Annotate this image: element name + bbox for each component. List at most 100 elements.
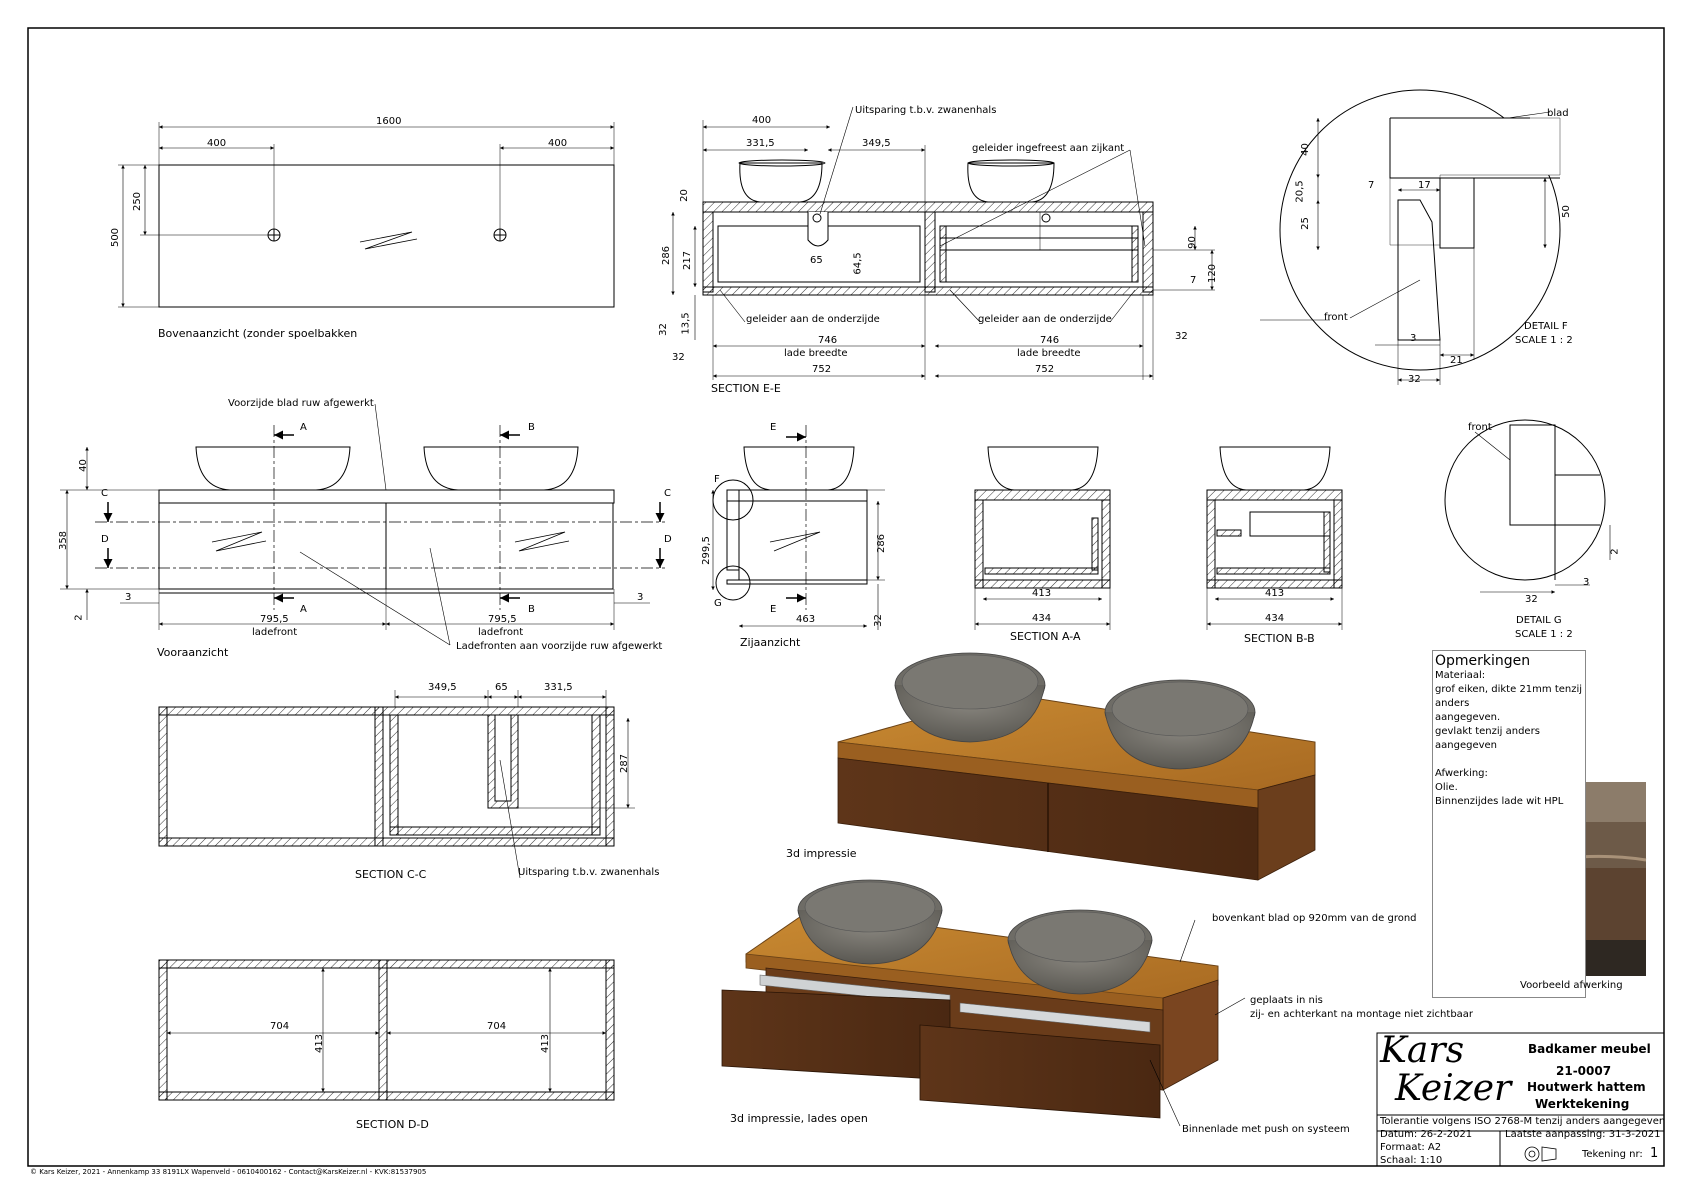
remarks-line: aangegeven.: [1435, 712, 1501, 723]
section-dd-caption: SECTION D-D: [356, 1118, 429, 1131]
marker-c-right: C: [664, 488, 671, 499]
date: Datum: 26-2-2021: [1380, 1129, 1473, 1140]
note-inner-drawer: Binnenlade met push on systeem: [1182, 1124, 1350, 1135]
label-ladefront-left: ladefront: [252, 627, 298, 638]
dim-1600: 1600: [376, 116, 402, 127]
dim-f-7: 7: [1368, 180, 1375, 191]
dim-aa-434: 434: [1032, 613, 1052, 624]
dim-f-25: 25: [1299, 217, 1311, 230]
scale: Schaal: 1:10: [1380, 1155, 1443, 1166]
dim-dd-704-left: 704: [270, 1021, 290, 1032]
label-front-g: front: [1468, 422, 1492, 433]
dim-fv-40: 40: [77, 459, 89, 472]
logo-keizer: Keizer: [1395, 1068, 1512, 1109]
detail-g-scale: SCALE 1 : 2: [1515, 629, 1573, 640]
dim-dd-704-right: 704: [487, 1021, 507, 1032]
dim-sv-286: 286: [876, 533, 888, 554]
section-bb: [1206, 446, 1343, 630]
dim-ee-7: 7: [1190, 275, 1197, 286]
note-niche-1: geplaats in nis: [1250, 995, 1323, 1006]
dim-fv-358: 358: [58, 530, 70, 551]
dim-f-50: 50: [1560, 205, 1572, 218]
section-bb-caption: SECTION B-B: [1244, 632, 1315, 645]
dim-ee-752b: 752: [1035, 364, 1055, 375]
marker-f: F: [714, 474, 720, 485]
dim-500: 500: [110, 227, 122, 248]
dim-ee-217: 217: [682, 250, 694, 271]
dim-ee-20: 20: [678, 189, 690, 202]
project-title: Badkamer meubel: [1528, 1042, 1651, 1056]
dim-ee-64: 64,5: [852, 252, 864, 275]
dim-ee-746a: 746: [818, 335, 838, 346]
drawing-nr-label: Tekening nr:: [1582, 1149, 1643, 1160]
remarks-line: Materiaal:: [1435, 670, 1486, 681]
marker-a-bottom: A: [300, 604, 307, 615]
section-ee: [671, 106, 1215, 380]
section-cc-caption: SECTION C-C: [355, 868, 427, 881]
dim-bb-434: 434: [1265, 613, 1285, 624]
dim-f-32: 32: [1408, 374, 1421, 385]
dim-ee-90: 90: [1186, 236, 1198, 249]
sheet-border: [27, 27, 1665, 1167]
top-view: [118, 122, 615, 308]
dim-ee-32c: 32: [1175, 331, 1188, 342]
detail-g: [1444, 419, 1611, 594]
iso-closed-caption: 3d impressie: [786, 847, 857, 860]
drawing-type: Werktekening: [1535, 1097, 1630, 1111]
dim-cc-287: 287: [619, 753, 631, 774]
dim-dd-413-left: 413: [314, 1033, 326, 1054]
section-cc: [158, 690, 635, 879]
remarks-panel: Opmerkingen Materiaal: grof eiken, dikte…: [1432, 650, 1586, 998]
marker-b-top: B: [528, 422, 535, 433]
remarks-title: Opmerkingen: [1435, 653, 1531, 669]
iso-open-caption: 3d impressie, lades open: [730, 1112, 868, 1125]
dim-f-40: 40: [1299, 143, 1311, 156]
dim-cc-65: 65: [495, 682, 508, 693]
dim-cc-331: 331,5: [544, 682, 573, 693]
dim-cc-349: 349,5: [428, 682, 457, 693]
dim-g-3: 3: [1583, 577, 1590, 588]
detail-f-scale: SCALE 1 : 2: [1515, 335, 1573, 346]
dim-ee-746b: 746: [1040, 335, 1060, 346]
dim-sv-299: 299,5: [700, 536, 712, 565]
section-dd: [158, 959, 615, 1101]
drawing-nr: 1: [1650, 1146, 1659, 1161]
side-view-caption: Zijaanzicht: [740, 636, 801, 649]
dim-ee-32b: 32: [672, 352, 685, 363]
detail-f: [1260, 89, 1561, 385]
remarks-line: [1435, 753, 1585, 767]
tolerance-note: Tolerantie volgens ISO 2768-M tenzij and…: [1380, 1116, 1666, 1127]
remarks-line: Binnenzijdes lade wit HPL: [1435, 796, 1564, 807]
format: Formaat: A2: [1380, 1142, 1442, 1153]
remarks-line: gevlakt tenzij anders aangegeven: [1435, 726, 1540, 751]
note-tap-cut: Uitsparing t.b.v. zwanenhals: [855, 105, 997, 116]
dim-bb-413: 413: [1265, 588, 1285, 599]
photo-caption: Voorbeeld afwerking: [1520, 980, 1623, 991]
dim-ee-400: 400: [752, 115, 772, 126]
detail-f-caption: DETAIL F: [1524, 321, 1568, 332]
dim-ee-120: 120: [1207, 263, 1219, 284]
note-fronts-rough: Ladefronten aan voorzijde ruw afgewerkt: [456, 641, 663, 652]
label-ladefront-right: ladefront: [478, 627, 524, 638]
dim-250: 250: [132, 191, 144, 212]
dim-400-right: 400: [548, 138, 568, 149]
note-niche-2: zij- en achterkant na montage niet zicht…: [1250, 1009, 1474, 1020]
marker-e-top: E: [770, 422, 777, 433]
marker-c-left: C: [101, 488, 108, 499]
footer-copyright: © Kars Keizer, 2021 - Annenkamp 33 8191L…: [30, 1168, 427, 1176]
section-aa: [974, 446, 1111, 630]
dim-g-32: 32: [1525, 594, 1538, 605]
dim-fv-795-left: 795,5: [260, 614, 289, 625]
dim-sv-463: 463: [796, 614, 816, 625]
dim-ee-752a: 752: [812, 364, 832, 375]
remarks-line: Afwerking:: [1435, 768, 1488, 779]
dim-ee-13: 13,5: [680, 312, 692, 335]
iso-closed-render: [837, 652, 1316, 881]
front-view: [60, 403, 665, 646]
note-guide-bottom-left: geleider aan de onderzijde: [746, 314, 880, 325]
client-name: Houtwerk hattem: [1527, 1080, 1646, 1094]
dim-fv-3-left: 3: [125, 592, 132, 603]
label-blad: blad: [1547, 108, 1569, 119]
side-view: [711, 425, 885, 630]
marker-d-right: D: [664, 534, 672, 545]
